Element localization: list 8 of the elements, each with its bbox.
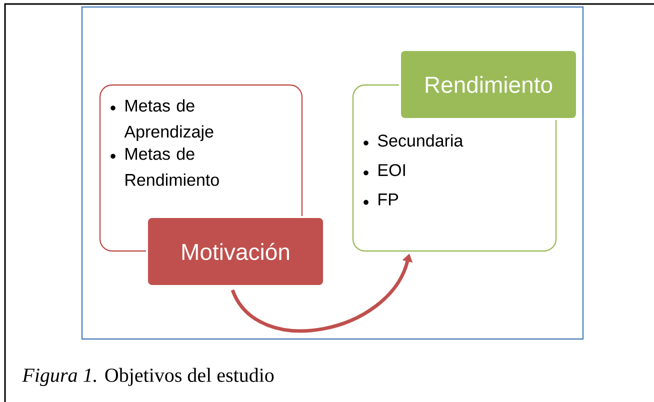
list-item: EOI	[378, 164, 405, 176]
list-item: FP	[378, 194, 398, 206]
list-item: Metas de Rendimiento	[126, 147, 219, 186]
list-item: Secundaria	[378, 134, 464, 147]
title-box: Rendimiento	[399, 49, 578, 120]
title-box: Motivación	[146, 216, 325, 287]
list-item: Metas de Aprendizaje	[124, 99, 214, 142]
figure-caption: Figura 1. Objetivos del estudio	[22, 368, 274, 386]
